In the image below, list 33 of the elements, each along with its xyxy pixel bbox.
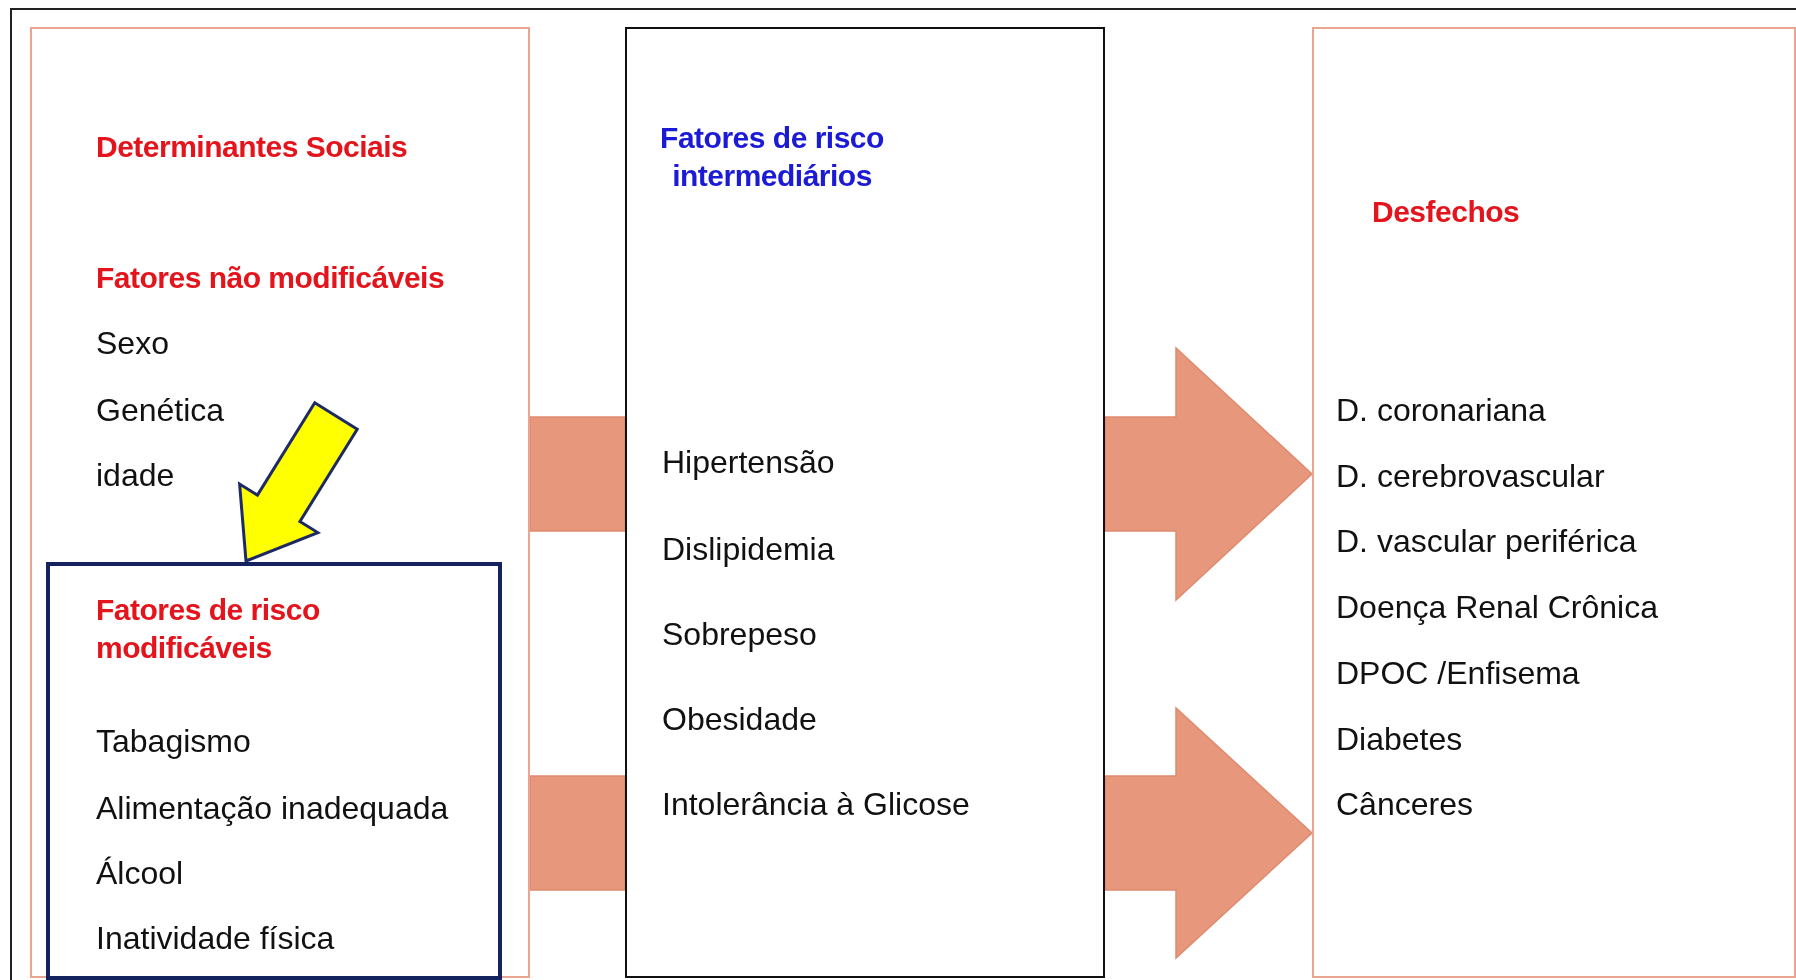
panel: [1312, 27, 1796, 978]
list-item: Dislipidemia: [662, 530, 835, 568]
heading: Fatores de risco intermediários: [659, 120, 885, 194]
list-item: Diabetes: [1336, 720, 1463, 758]
list-item: Intolerância à Glicose: [662, 785, 970, 823]
panel: [625, 27, 1105, 978]
list-item: Cânceres: [1336, 785, 1473, 823]
heading: Determinantes Sociais: [96, 129, 408, 165]
list-item: Inatividade física: [96, 919, 335, 957]
list-item: Genética: [96, 391, 225, 429]
list-item: DPOC /Enfisema: [1336, 654, 1580, 692]
list-item: Alimentação inadequada: [96, 789, 449, 827]
highlight-box: [46, 562, 502, 980]
list-item: Tabagismo: [96, 722, 251, 760]
list-item: D. coronariana: [1336, 391, 1546, 429]
list-item: D. vascular periférica: [1336, 522, 1637, 560]
block-arrow: [529, 416, 626, 532]
heading: Fatores não modificáveis: [96, 260, 445, 296]
list-item: Sexo: [96, 324, 169, 362]
list-item: Sobrepeso: [662, 615, 817, 653]
pointer-arrow: [237, 400, 360, 564]
heading: Desfechos: [1372, 194, 1520, 230]
block-arrow: [1104, 346, 1314, 602]
list-item: Hipertensão: [662, 443, 835, 481]
panel: [30, 27, 530, 978]
block-arrow: [529, 775, 626, 891]
list-item: idade: [96, 456, 175, 494]
block-arrow: [1104, 706, 1314, 960]
list-item: D. cerebrovascular: [1336, 457, 1605, 495]
list-item: Álcool: [96, 854, 184, 892]
list-item: Obesidade: [662, 700, 817, 738]
heading: Fatores de risco modificáveis: [96, 592, 321, 666]
list-item: Doença Renal Crônica: [1336, 588, 1658, 626]
